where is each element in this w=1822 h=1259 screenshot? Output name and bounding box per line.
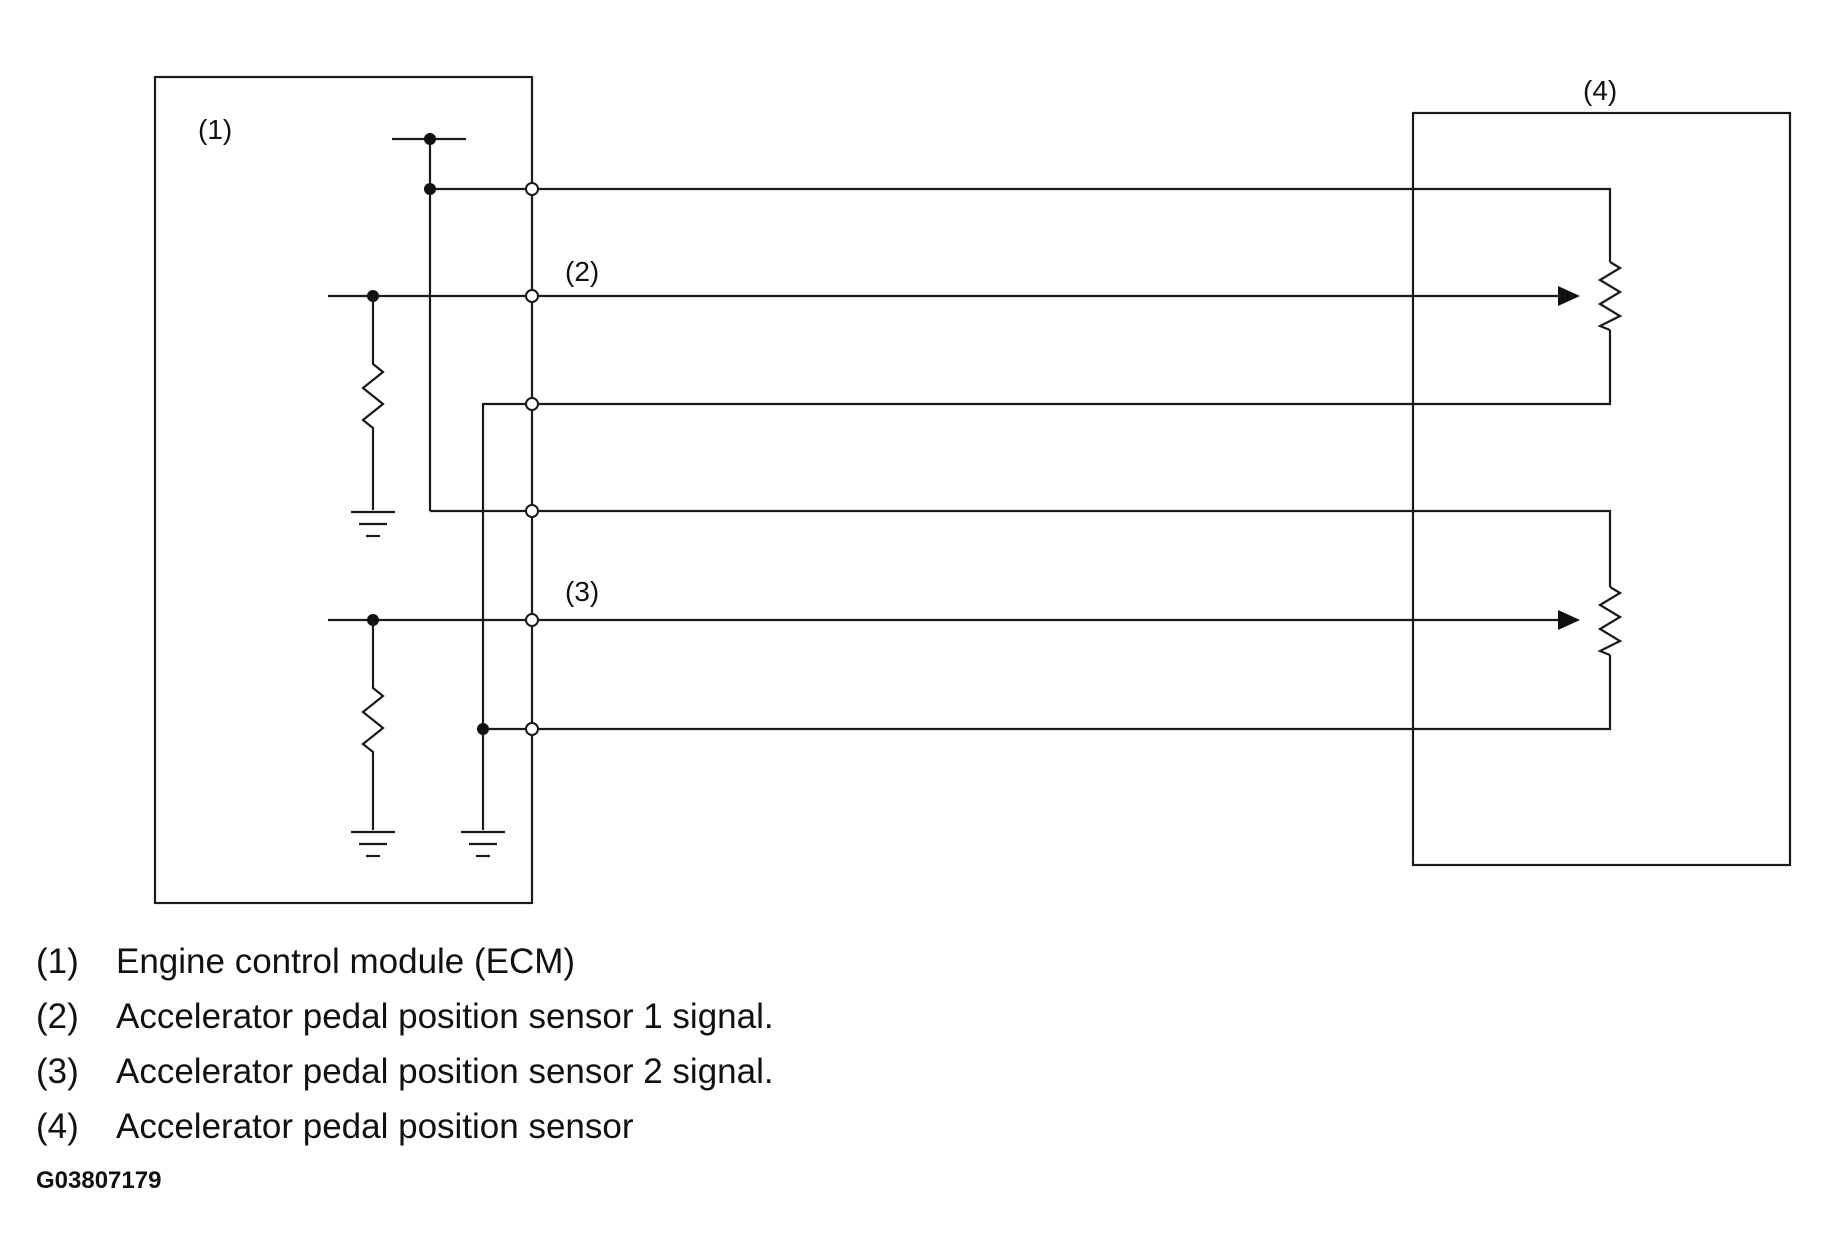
ecm-terminal [525,722,539,736]
legend-number: (4) [36,1106,79,1146]
sensor-callout: (4) [1583,75,1617,106]
legend-number: (1) [36,941,79,981]
sensor2-potentiometer [1597,586,1623,657]
legend-item: (4) Accelerator pedal position sensor [36,1099,1136,1154]
ground-icon [351,830,395,858]
signal1-pulldown-resistor [361,296,385,510]
sensor2-supply-wire [532,509,1612,587]
ground-icon [461,830,505,858]
legend-text: Accelerator pedal position sensor [116,1106,634,1146]
sensor1-wiper-arrow [1558,286,1580,306]
supply-node [424,133,436,145]
ground-return-wire [481,402,532,830]
ecm-terminal [525,397,539,411]
ecm-terminal [525,289,539,303]
figure-code: G03807179 [36,1167,162,1194]
sensor1-supply-wire [532,187,1612,262]
ecm-box [153,75,534,905]
legend: (1) Engine control module (ECM) (2) Acce… [36,934,1136,1154]
sensor1-potentiometer [1597,261,1623,332]
sensor2-ground-wire [532,655,1612,731]
supply-branch-node [424,183,436,195]
sensor-box [1411,111,1792,867]
ecm-terminal [525,504,539,518]
legend-number: (2) [36,996,79,1036]
signal1-callout: (2) [565,256,599,287]
ground-return-node [477,723,489,735]
ecm-terminal [525,182,539,196]
legend-number: (3) [36,1051,79,1091]
legend-item: (1) Engine control module (ECM) [36,934,1136,989]
ecm-callout: (1) [198,114,232,145]
sensor2-wiper-arrow [1558,610,1580,630]
signal2-pulldown-resistor [361,620,385,830]
ecm-terminal [525,613,539,627]
ground-icon [351,510,395,538]
legend-item: (2) Accelerator pedal position sensor 1 … [36,989,1136,1044]
legend-item: (3) Accelerator pedal position sensor 2 … [36,1044,1136,1099]
sensor1-ground-wire [532,330,1612,406]
signal2-callout: (3) [565,576,599,607]
legend-text: Engine control module (ECM) [116,941,576,981]
legend-text: Accelerator pedal position sensor 1 sign… [116,996,774,1036]
legend-text: Accelerator pedal position sensor 2 sign… [116,1051,774,1091]
